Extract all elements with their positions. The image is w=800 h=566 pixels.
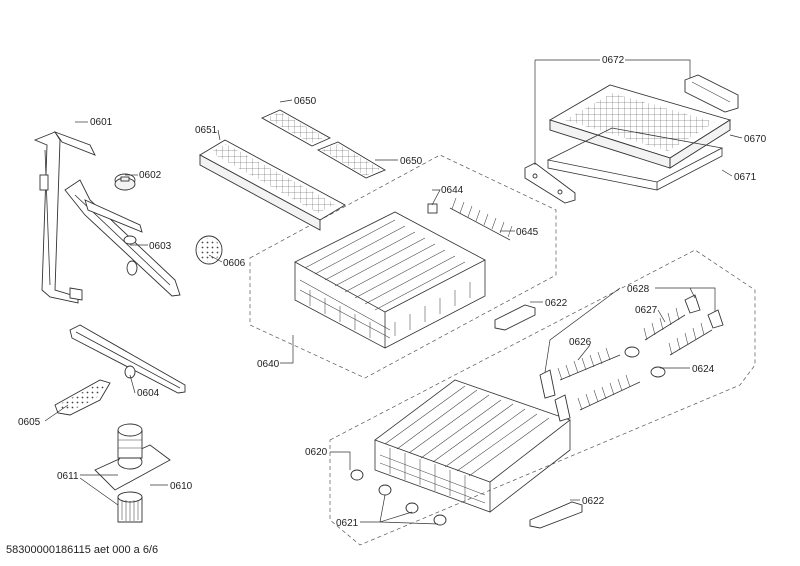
clip-part-0644 [427, 203, 438, 214]
hub-part-0602 [114, 173, 136, 191]
handle-lower-part-0622 [529, 501, 583, 529]
label-0645: 0645 [516, 227, 539, 238]
label-0670: 0670 [744, 134, 767, 145]
tine-row-part-0645 [449, 197, 513, 241]
bracket-lower-part-0628 [539, 369, 571, 422]
supply-pipe-part-0601 [33, 131, 96, 304]
label-0604: 0604 [137, 388, 160, 399]
knife-rail-upper-part-0650 [260, 109, 332, 147]
label-0605: 0605 [18, 417, 41, 428]
clip-part-0628 [684, 294, 724, 329]
micro-filter-part-0611 [117, 491, 143, 523]
label-0610: 0610 [170, 481, 193, 492]
leader-lines [44, 59, 743, 525]
runner-bracket-part-0672 [524, 162, 576, 204]
label-0651: 0651 [195, 125, 218, 136]
label-0640: 0640 [257, 359, 280, 370]
label-0628: 0628 [627, 284, 650, 295]
tine-row-part-0626 [557, 347, 641, 411]
label-0606: 0606 [223, 258, 246, 269]
runner-frame-part-0671 [546, 127, 724, 191]
hinge-part-0624 [624, 346, 666, 378]
label-0626: 0626 [569, 337, 592, 348]
label-0624: 0624 [692, 364, 715, 375]
label-0627: 0627 [635, 305, 658, 316]
knife-rail-lower-part-0650 [316, 141, 386, 179]
filter-plate-part-0605 [54, 379, 111, 416]
label-0621: 0621 [336, 518, 359, 529]
lower-spray-arm-part-0604 [69, 324, 186, 394]
rail-part-0672 [684, 74, 739, 113]
upper-basket-part-0640 [294, 211, 486, 349]
label-0602: 0602 [139, 170, 162, 181]
document-code: 58300000186115 aet 000 a 6/6 [6, 544, 159, 556]
label-0672: 0672 [602, 55, 625, 66]
label-0611: 0611 [57, 471, 79, 482]
part-labels: 0601 0602 0603 0604 0605 0606 0610 0611 … [18, 55, 767, 529]
lower-basket-part-0620 [374, 379, 571, 513]
label-0603: 0603 [149, 241, 172, 252]
label-0650-lower: 0650 [400, 156, 423, 167]
label-0601: 0601 [90, 117, 113, 128]
label-0644: 0644 [441, 185, 464, 196]
sump-filter-part-0610 [94, 423, 171, 491]
upper-basket-assembly-outline [249, 154, 557, 379]
label-0671: 0671 [734, 172, 757, 183]
label-0622-lower: 0622 [582, 496, 605, 507]
upper-spray-arm-part-0603 [64, 179, 181, 297]
lower-basket-assembly-outline [329, 249, 756, 546]
label-0620: 0620 [305, 447, 328, 458]
strainer-part-0606 [195, 235, 223, 265]
handle-upper-part-0622 [494, 304, 536, 331]
label-0650-upper: 0650 [294, 96, 317, 107]
label-0622-upper: 0622 [545, 298, 568, 309]
tine-row-part-0627 [643, 307, 713, 356]
cutlery-basket-part-0651 [199, 139, 346, 231]
